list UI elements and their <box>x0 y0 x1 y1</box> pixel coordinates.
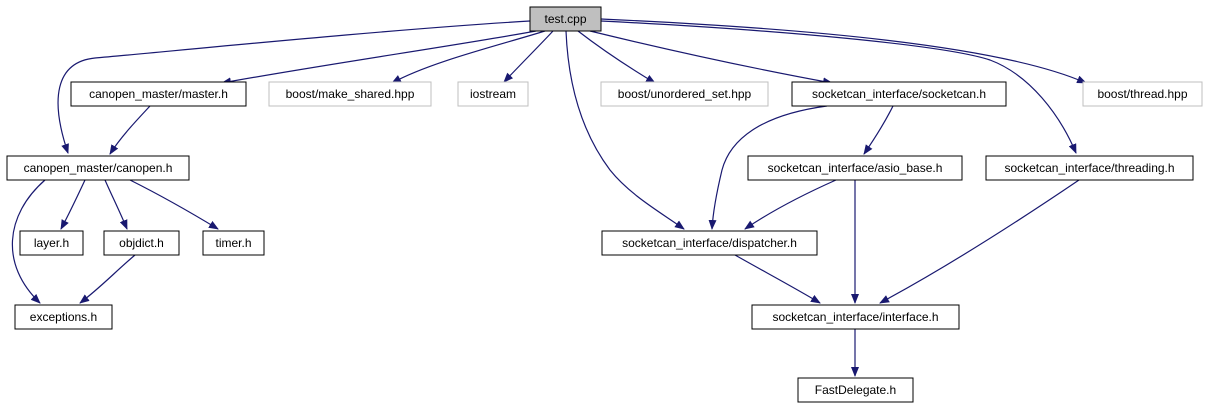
node-box <box>6 155 190 181</box>
node-canopen-h[interactable]: canopen_master/canopen.h <box>6 155 190 181</box>
node-label: FastDelegate.h <box>815 383 896 397</box>
edge-test-cpp-to-boost-thread <box>600 18 1087 84</box>
node-label: boost/thread.hpp <box>1097 87 1187 101</box>
node-exceptions-h[interactable]: exceptions.h <box>14 304 113 330</box>
edge-objdict-h-to-exceptions-h <box>79 254 136 304</box>
edge-asio-base-h-to-dispatcher-h <box>744 179 837 230</box>
node-box <box>797 377 914 403</box>
edge-test-cpp-to-socketcan-h <box>589 30 833 86</box>
edge-canopen-h-to-layer-h <box>60 179 86 230</box>
node-timer-h[interactable]: timer.h <box>202 230 265 256</box>
node-layer-h[interactable]: layer.h <box>19 230 84 256</box>
node-box <box>791 81 1007 107</box>
edge-test-cpp-to-boost-make-shared <box>391 30 546 84</box>
node-label: boost/unordered_set.hpp <box>618 87 752 101</box>
node-iostream: iostream <box>457 81 529 107</box>
node-label: boost/make_shared.hpp <box>286 87 415 101</box>
edge-test-cpp-to-iostream <box>503 30 554 83</box>
edge-socketcan-h-to-asio-base-h <box>863 105 894 155</box>
node-box <box>202 230 265 256</box>
node-label: timer.h <box>215 236 251 250</box>
node-label: test.cpp <box>544 12 586 26</box>
node-boost-make-shared: boost/make_shared.hpp <box>268 81 432 107</box>
node-socketcan-h[interactable]: socketcan_interface/socketcan.h <box>791 81 1007 107</box>
node-box <box>601 230 818 256</box>
edge-socketcan-h-to-dispatcher-h <box>708 105 828 230</box>
node-box <box>985 155 1194 181</box>
node-label: iostream <box>470 87 516 101</box>
edge-canopen-master-h-to-canopen-h <box>109 105 151 155</box>
edge-test-cpp-to-threading-h <box>600 20 1077 154</box>
node-threading-h[interactable]: socketcan_interface/threading.h <box>985 155 1194 181</box>
node-boost-thread: boost/thread.hpp <box>1082 81 1203 107</box>
node-boost-unordered-set: boost/unordered_set.hpp <box>600 81 769 107</box>
node-asio-base-h[interactable]: socketcan_interface/asio_base.h <box>747 155 963 181</box>
node-label: socketcan_interface/dispatcher.h <box>622 236 797 250</box>
edge-canopen-h-to-exceptions-h <box>11 179 46 304</box>
node-label: layer.h <box>34 236 69 250</box>
node-box <box>70 81 247 107</box>
node-label: socketcan_interface/interface.h <box>772 310 938 324</box>
node-box <box>103 230 180 256</box>
node-canopen-master-h[interactable]: canopen_master/master.h <box>70 81 247 107</box>
node-label: objdict.h <box>119 236 164 250</box>
node-box <box>457 81 529 107</box>
node-box <box>1082 81 1203 107</box>
node-label: socketcan_interface/socketcan.h <box>812 87 986 101</box>
node-box <box>747 155 963 181</box>
node-box <box>14 304 113 330</box>
node-label: canopen_master/master.h <box>89 87 228 101</box>
node-label: exceptions.h <box>30 310 97 324</box>
node-box <box>751 304 960 330</box>
edge-threading-h-to-interface-h <box>879 179 1080 304</box>
edge-test-cpp-to-dispatcher-h <box>565 30 685 230</box>
node-interface-h[interactable]: socketcan_interface/interface.h <box>751 304 960 330</box>
node-label: socketcan_interface/threading.h <box>1004 161 1174 175</box>
node-label: socketcan_interface/asio_base.h <box>768 161 943 175</box>
edge-canopen-h-to-timer-h <box>129 179 219 230</box>
edge-dispatcher-h-to-interface-h <box>734 254 821 304</box>
node-box <box>268 81 432 107</box>
edge-canopen-h-to-objdict-h <box>104 179 128 230</box>
node-test-cpp[interactable]: test.cpp <box>529 6 602 32</box>
node-label: canopen_master/canopen.h <box>24 161 173 175</box>
node-box <box>600 81 769 107</box>
node-box <box>19 230 84 256</box>
node-dispatcher-h[interactable]: socketcan_interface/dispatcher.h <box>601 230 818 256</box>
node-fastdelegate-h[interactable]: FastDelegate.h <box>797 377 914 403</box>
node-objdict-h[interactable]: objdict.h <box>103 230 180 256</box>
edge-test-cpp-to-canopen-master-h <box>221 30 537 86</box>
edge-test-cpp-to-canopen-h <box>57 20 531 154</box>
node-box <box>529 6 602 32</box>
edge-test-cpp-to-boost-unordered-set <box>577 30 656 84</box>
